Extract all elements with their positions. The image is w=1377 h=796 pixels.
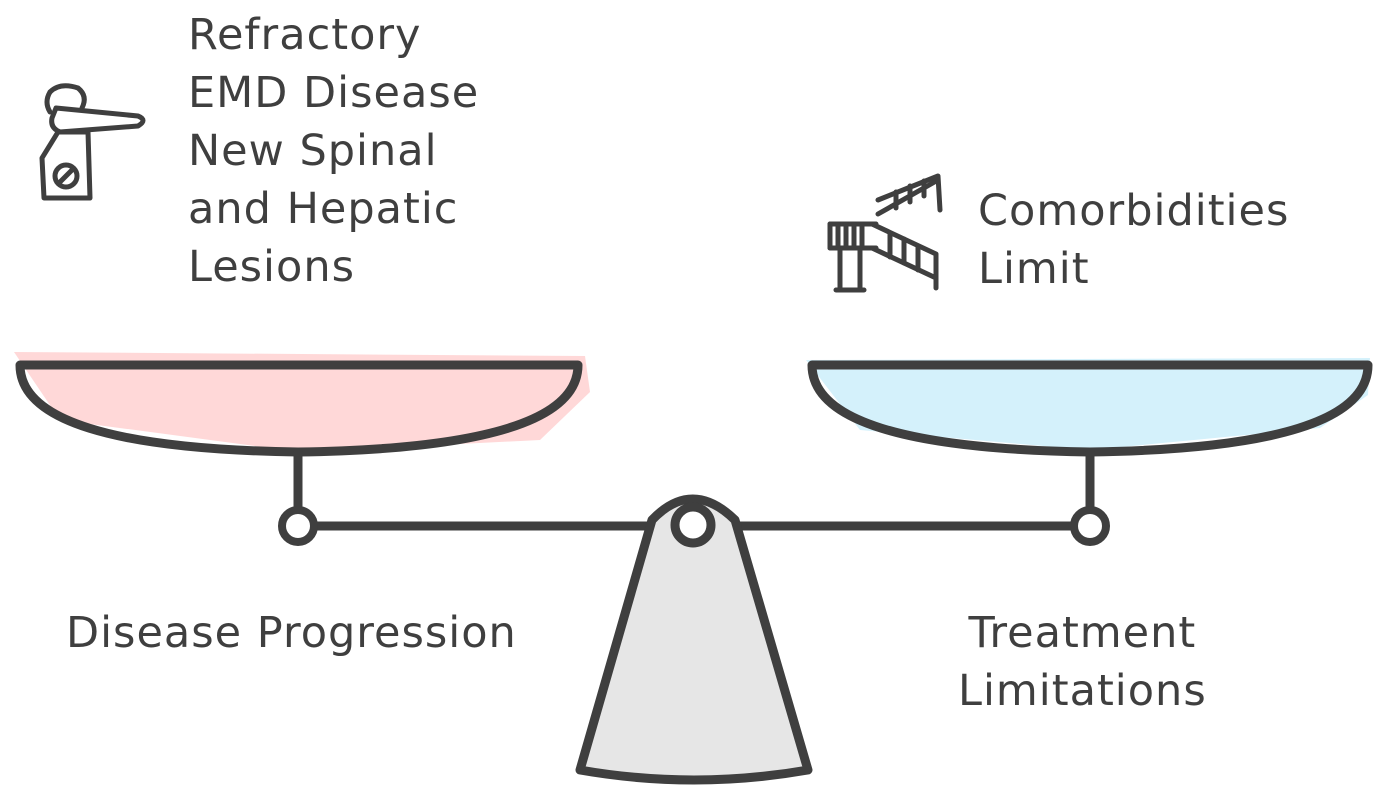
left-joint bbox=[282, 510, 314, 542]
left-pan bbox=[14, 352, 590, 452]
right-note-line: Limit bbox=[978, 240, 1289, 298]
right-pan bbox=[806, 358, 1370, 452]
stairs-barrier-icon bbox=[830, 176, 940, 290]
left-note-line: Refractory bbox=[188, 6, 479, 64]
left-note-line: and Hepatic bbox=[188, 180, 479, 238]
right-caption-line: Treatment bbox=[958, 604, 1207, 662]
syringe-dropper-icon bbox=[42, 86, 143, 198]
left-pan-caption: Disease Progression bbox=[66, 604, 517, 662]
right-note-line: Comorbidities bbox=[978, 182, 1289, 240]
right-caption-line: Limitations bbox=[958, 662, 1207, 720]
right-weight-note: Comorbidities Limit bbox=[978, 182, 1289, 298]
left-note-line: Lesions bbox=[188, 238, 479, 296]
right-pan-caption: Treatment Limitations bbox=[958, 604, 1207, 720]
fulcrum bbox=[580, 499, 808, 780]
left-note-line: EMD Disease bbox=[188, 64, 479, 122]
left-weight-note: Refractory EMD Disease New Spinal and He… bbox=[188, 6, 479, 296]
left-note-line: New Spinal bbox=[188, 122, 479, 180]
left-caption-text: Disease Progression bbox=[66, 604, 517, 662]
right-joint bbox=[1074, 510, 1106, 542]
